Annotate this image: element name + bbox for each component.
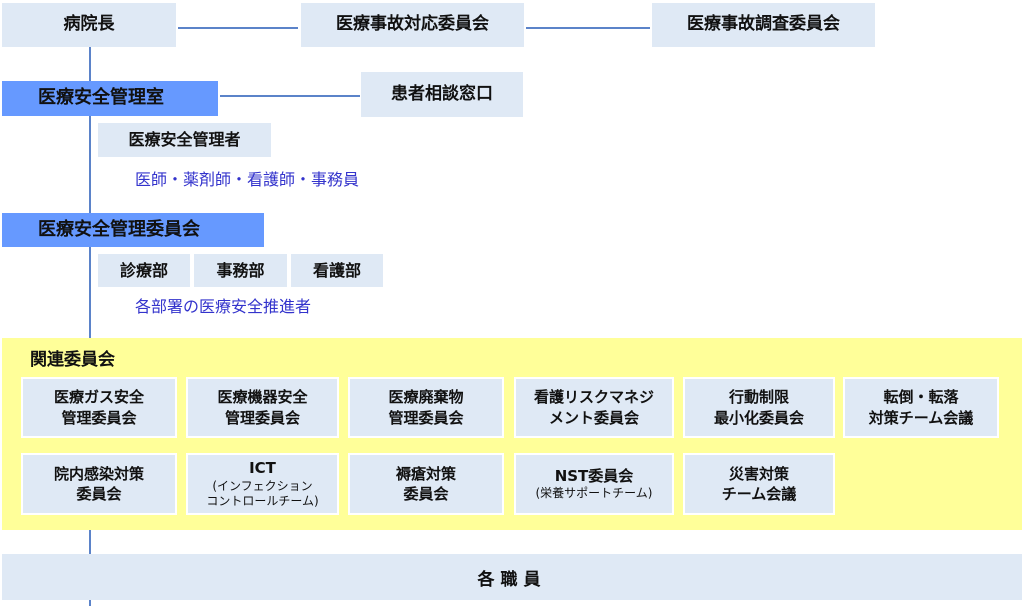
safety-management-office-box: 医療安全管理室 <box>2 81 218 116</box>
committee-line: 管理委員会 <box>224 408 300 427</box>
all-staff-box: 各職員 <box>2 554 1022 600</box>
committee-line: NST委員会 <box>554 467 634 486</box>
patient-consultation-box: 患者相談窓口 <box>361 72 523 117</box>
hospital-director-box: 病院長 <box>2 3 176 47</box>
response-to-investigation-connector <box>526 27 650 29</box>
safety-management-committee-box: 医療安全管理委員会 <box>2 213 264 247</box>
committee-line: 委員会 <box>76 485 122 503</box>
committee-line: 行動制限 <box>728 388 789 407</box>
committee-disaster-response: 災害対策 チーム会議 <box>683 453 835 515</box>
safety-promoters-note: 各部署の医療安全推進者 <box>135 297 312 316</box>
committee-pressure-ulcer: 褥瘡対策 委員会 <box>348 453 504 515</box>
main-vertical-connector <box>89 46 91 338</box>
committee-line: 看護リスクマネジ <box>533 388 654 407</box>
committee-fall-prevention: 転倒・転落 対策チーム会議 <box>843 377 999 438</box>
committee-line: 対策チーム会議 <box>868 408 974 427</box>
office-to-consultation-connector <box>220 95 360 97</box>
committee-infection-control: 院内感染対策 委員会 <box>21 453 177 515</box>
tail-vertical-connector <box>89 600 91 606</box>
department-box-administration: 事務部 <box>194 254 287 287</box>
committee-line: 最小化委員会 <box>713 408 804 427</box>
committee-subline: (インフェクション <box>212 478 313 493</box>
committee-ict: ICT (インフェクション コントロールチーム) <box>186 453 339 515</box>
committee-line: 災害対策 <box>728 464 789 483</box>
related-committees-title: 関連委員会 <box>30 350 115 370</box>
committee-line: メント委員会 <box>548 408 639 427</box>
committee-medical-equipment: 医療機器安全 管理委員会 <box>186 377 339 438</box>
committee-line: 管理委員会 <box>388 408 464 427</box>
committee-medical-gas: 医療ガス安全 管理委員会 <box>21 377 177 438</box>
committee-subline: (栄養サポートチーム) <box>535 486 653 501</box>
safety-manager-roles-note: 医師・薬剤師・看護師・事務員 <box>135 170 360 189</box>
committee-line: ICT <box>249 459 276 478</box>
committee-line: 褥瘡対策 <box>395 464 456 483</box>
committee-nursing-risk: 看護リスクマネジ メント委員会 <box>514 377 674 438</box>
committee-line: 院内感染対策 <box>53 464 144 483</box>
committee-line: 医療ガス安全 <box>53 388 144 407</box>
director-to-response-connector <box>178 27 298 29</box>
committee-subline: コントロールチーム) <box>206 494 319 509</box>
committee-line: チーム会議 <box>721 485 797 503</box>
committee-restraint-minimization: 行動制限 最小化委員会 <box>683 377 835 438</box>
committee-line: 管理委員会 <box>61 408 137 427</box>
committee-medical-waste: 医療廃棄物 管理委員会 <box>348 377 504 438</box>
accident-response-committee-box: 医療事故対応委員会 <box>301 3 524 47</box>
committee-line: 医療廃棄物 <box>388 388 464 407</box>
safety-manager-box: 医療安全管理者 <box>98 123 271 157</box>
committee-line: 委員会 <box>403 485 449 503</box>
accident-investigation-committee-box: 医療事故調査委員会 <box>652 3 875 47</box>
committee-line: 医療機器安全 <box>217 388 308 407</box>
committee-line: 転倒・転落 <box>883 388 959 407</box>
department-box-nursing: 看護部 <box>291 254 383 287</box>
bottom-vertical-connector <box>89 530 91 554</box>
committee-nst: NST委員会 (栄養サポートチーム) <box>514 453 674 515</box>
department-box-medical: 診療部 <box>98 254 190 287</box>
